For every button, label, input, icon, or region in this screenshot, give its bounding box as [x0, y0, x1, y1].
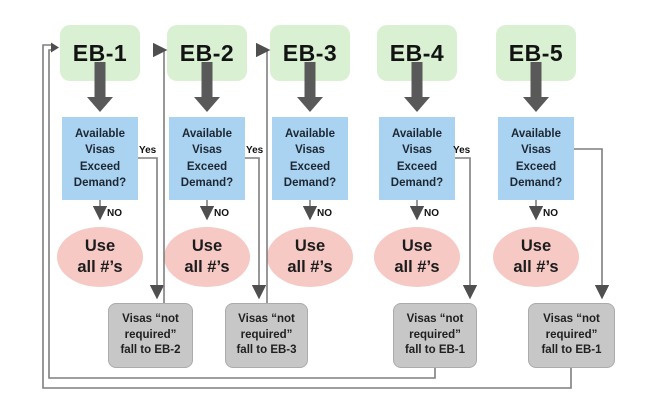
fallthrough-line: required”	[409, 328, 461, 341]
question-line: Exceed	[396, 160, 438, 173]
use-ellipse-eb2: Use all #’s	[164, 227, 250, 287]
question-line: Exceed	[186, 160, 228, 173]
fallthrough-line: fall to EB-1	[404, 344, 466, 357]
fallthrough-box-to-eb3: Visas “not required” fall to EB-3	[225, 303, 308, 368]
fallthrough-line: required”	[124, 328, 177, 341]
question-line: Visas	[521, 144, 551, 156]
use-line: Use	[401, 237, 433, 255]
fallthrough-box-to-eb1-b: Visas “not required” fall to EB-1	[528, 303, 615, 368]
use-ellipse-eb1: Use all #’s	[57, 227, 143, 287]
question-line: Exceed	[79, 160, 121, 173]
use-ellipse-eb3: Use all #’s	[267, 227, 353, 287]
question-line: Available	[510, 127, 562, 140]
yes-label-eb1: Yes	[139, 145, 157, 156]
question-line: Available	[284, 127, 336, 140]
question-box-eb4: Available Visas Exceed Demand?	[379, 117, 455, 200]
line-eb5-to-fallbox	[574, 148, 610, 300]
category-label: EB-4	[389, 39, 445, 66]
question-line: Visas	[85, 144, 115, 156]
fallthrough-line: Visas “not	[238, 313, 295, 326]
use-line: Use	[191, 237, 223, 255]
use-line: Use	[84, 237, 116, 255]
fallthrough-line: Visas “not	[543, 313, 600, 326]
question-line: Available	[74, 127, 126, 140]
use-ellipse-eb5: Use all #’s	[493, 227, 579, 287]
fallthrough-line: Visas “not	[122, 313, 179, 326]
no-label-eb4: NO	[424, 208, 439, 219]
question-box-eb2: Available Visas Exceed Demand?	[169, 117, 245, 200]
question-line: Exceed	[515, 160, 557, 173]
no-label-eb2: NO	[214, 208, 229, 219]
category-box-eb2: EB-2	[167, 25, 247, 81]
fallthrough-line: fall to EB-2	[120, 344, 181, 357]
question-box-eb3: Available Visas Exceed Demand?	[272, 117, 348, 200]
use-line: all #’s	[184, 258, 230, 276]
use-line: all #’s	[513, 258, 559, 276]
fallthrough-line: required”	[240, 328, 293, 341]
fallthrough-line: fall to EB-3	[236, 344, 297, 357]
fallthrough-line: Visas “not	[406, 313, 464, 326]
category-box-eb3: EB-3	[270, 25, 350, 81]
question-line: Demand?	[283, 177, 337, 189]
question-line: Available	[391, 127, 443, 140]
use-line: all #’s	[394, 258, 440, 276]
no-label-eb5: NO	[543, 208, 558, 219]
no-label-eb3: NO	[317, 208, 332, 219]
yes-label-eb2: Yes	[246, 145, 264, 156]
question-line: Visas	[192, 144, 222, 156]
fallthrough-line: required”	[545, 328, 598, 341]
question-line: Demand?	[73, 177, 127, 189]
question-line: Visas	[402, 144, 432, 156]
yes-line-eb4-to-fallbox	[455, 157, 478, 300]
category-box-eb1: EB-1	[60, 25, 140, 81]
question-line: Visas	[295, 144, 325, 156]
category-label: EB-5	[508, 39, 564, 66]
fallthrough-box-to-eb1-a: Visas “not required” fall to EB-1	[393, 303, 477, 368]
use-line: all #’s	[77, 258, 123, 276]
question-line: Demand?	[390, 177, 444, 189]
no-label-eb1: NO	[107, 208, 122, 219]
use-line: Use	[294, 237, 326, 255]
fallthrough-box-to-eb2: Visas “not required” fall to EB-2	[108, 303, 193, 368]
fallthrough-line: fall to EB-1	[541, 344, 602, 357]
category-label: EB-1	[72, 39, 128, 66]
use-line: Use	[520, 237, 552, 255]
question-line: Demand?	[509, 177, 563, 189]
use-line: all #’s	[287, 258, 333, 276]
question-line: Demand?	[180, 177, 234, 189]
category-label: EB-2	[179, 39, 235, 66]
category-label: EB-3	[282, 39, 338, 66]
question-box-eb1: Available Visas Exceed Demand?	[62, 117, 138, 200]
question-box-eb5: Available Visas Exceed Demand?	[498, 117, 574, 200]
yes-line-eb2-to-fallbox	[245, 157, 267, 300]
category-box-eb4: EB-4	[377, 25, 457, 81]
yes-line-eb1-to-fallbox	[138, 157, 165, 300]
yes-label-eb4: Yes	[453, 145, 471, 156]
use-ellipse-eb4: Use all #’s	[374, 227, 460, 287]
return-arrowhead-eb1	[51, 42, 59, 53]
question-line: Exceed	[289, 160, 331, 173]
question-line: Available	[181, 127, 233, 140]
category-box-eb5: EB-5	[496, 25, 576, 81]
